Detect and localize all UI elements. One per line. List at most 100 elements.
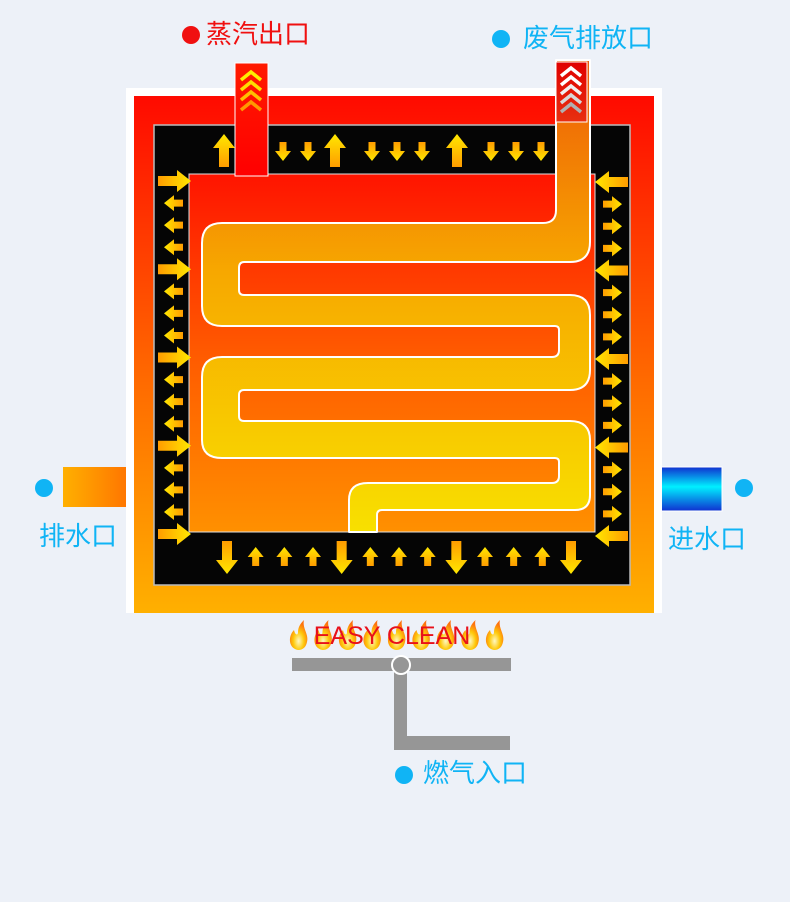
arrow-right-icon <box>158 434 191 457</box>
arrow-left-icon <box>595 259 628 282</box>
gas-riser <box>394 667 407 749</box>
chevron-up-icon <box>559 83 583 96</box>
flame-icon <box>461 620 479 650</box>
chevron-up-icon <box>559 74 583 87</box>
chevron-up-icon <box>239 89 263 102</box>
arrow-down-icon <box>216 541 238 574</box>
arrow-left-icon <box>164 217 183 234</box>
exhaust-outlet-dot <box>492 30 510 48</box>
chevron-up-icon <box>239 69 263 82</box>
steam-outlet-label: 蒸汽出口 <box>206 20 311 50</box>
arrow-right-icon <box>158 170 191 192</box>
arrow-down-icon <box>414 142 430 161</box>
flame-icon <box>314 620 332 650</box>
arrow-down-icon <box>275 142 291 161</box>
burner-text: EASY CLEAN <box>314 622 471 650</box>
arrow-down-icon <box>560 541 582 574</box>
chevron-up-icon <box>239 99 263 112</box>
chevron-up-icon <box>559 101 583 114</box>
water-inlet-pipe <box>650 466 723 512</box>
arrow-up-icon <box>477 547 493 566</box>
arrow-left-icon <box>595 525 628 547</box>
flame-icon <box>387 620 406 650</box>
gas-inlet-label: 燃气入口 <box>423 759 528 789</box>
arrows-bottom <box>216 541 582 574</box>
steam-chevrons <box>239 69 263 112</box>
arrow-up-icon <box>534 547 551 566</box>
drain-outlet-dot <box>35 479 53 497</box>
steam-outlet-dot <box>182 26 200 44</box>
arrow-right-icon <box>603 417 622 434</box>
arrow-left-icon <box>595 436 628 459</box>
arrow-right-icon <box>603 196 622 213</box>
water-inlet-dot <box>735 479 753 497</box>
arrow-down-icon <box>483 142 499 161</box>
arrow-down-icon <box>389 142 405 161</box>
drain-outlet-label: 排水口 <box>39 522 118 552</box>
chevron-up-icon <box>239 79 263 92</box>
arrow-left-icon <box>164 481 183 498</box>
arrow-left-icon <box>164 327 183 344</box>
arrow-right-icon <box>603 218 622 235</box>
arrow-left-icon <box>164 393 183 410</box>
burner-flames <box>289 620 504 650</box>
arrow-right-icon <box>603 461 622 478</box>
arrow-right-icon <box>603 373 622 390</box>
arrow-left-icon <box>164 415 183 432</box>
arrow-up-icon <box>305 547 321 566</box>
arrow-left-icon <box>164 459 183 476</box>
arrow-right-icon <box>603 328 622 345</box>
steam-outlet-pipe <box>234 62 269 177</box>
arrow-right-icon <box>158 346 191 369</box>
arrow-down-icon <box>300 142 316 161</box>
arrow-up-icon <box>505 547 522 566</box>
flame-icon <box>436 620 455 650</box>
arrow-left-icon <box>164 503 183 520</box>
arrow-up-icon <box>362 547 379 566</box>
arrow-up-icon <box>276 547 293 566</box>
arrow-left-icon <box>164 305 183 322</box>
chevron-up-icon <box>559 65 583 78</box>
arrow-right-icon <box>158 523 191 545</box>
flame-icon <box>485 620 504 650</box>
arrows-right <box>595 171 628 547</box>
arrow-left-icon <box>595 171 628 193</box>
arrow-left-icon <box>164 239 183 256</box>
arrow-left-icon <box>595 348 628 370</box>
water-inlet-label: 进水口 <box>668 525 747 555</box>
flame-icon <box>412 620 430 650</box>
arrow-down-icon <box>533 142 549 161</box>
chevron-up-icon <box>559 92 583 105</box>
arrow-right-icon <box>603 395 622 412</box>
drain-pipe <box>63 467 133 507</box>
arrow-down-icon <box>364 142 380 161</box>
arrows-left <box>158 170 191 545</box>
arrow-right-icon <box>603 483 622 500</box>
arrows-top <box>213 134 549 167</box>
exhaust-chevrons <box>559 65 583 114</box>
arrow-up-icon <box>213 134 235 167</box>
arrow-left-icon <box>164 283 183 300</box>
flame-icon <box>289 620 308 650</box>
exhaust-outlet-label: 废气排放口 <box>523 24 654 54</box>
arrow-up-icon <box>446 134 468 167</box>
arrow-right-icon <box>603 240 622 257</box>
gas-inlet-pipe <box>394 736 510 750</box>
arrow-left-icon <box>164 371 183 388</box>
arrow-right-icon <box>603 284 622 301</box>
arrow-down-icon <box>445 541 468 574</box>
arrow-down-icon <box>330 541 353 574</box>
arrow-right-icon <box>603 306 622 323</box>
arrow-up-icon <box>391 547 407 566</box>
arrow-left-icon <box>164 195 183 212</box>
arrow-up-icon <box>419 547 436 566</box>
arrow-up-icon <box>324 134 346 167</box>
gas-valve-joint <box>391 655 411 675</box>
flame-icon <box>338 620 357 650</box>
heat-exchange-coil <box>201 59 591 533</box>
flame-icon <box>363 620 381 650</box>
arrow-up-icon <box>247 547 264 566</box>
arrow-right-icon <box>158 258 191 281</box>
gas-inlet-dot <box>395 766 413 784</box>
